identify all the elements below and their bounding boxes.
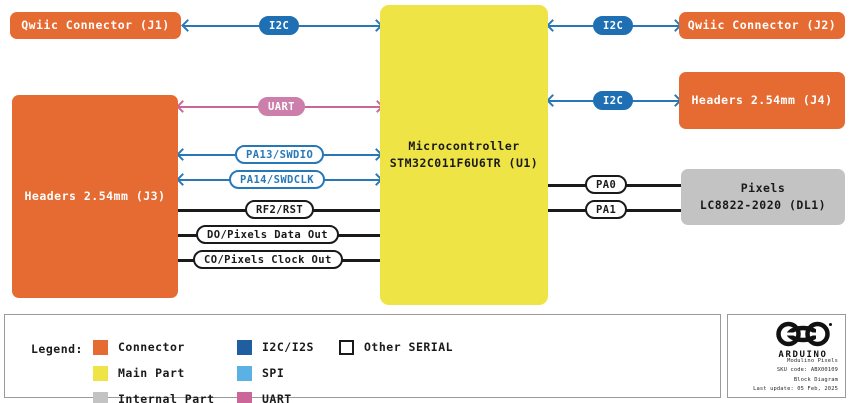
brand-metadata: Modulino Pixels SKU code: ABX00109 Block… (753, 357, 838, 395)
signal-pill-pa14-swdclk[interactable]: PA14/SWDCLK (229, 170, 325, 189)
brand-last-update: Last update: 05 Feb, 2025 (753, 386, 838, 393)
block-microcontroller[interactable]: Microcontroller STM32C011F6U6TR (U1) (380, 5, 548, 305)
signal-pill-pixels-clock-out[interactable]: CO/Pixels Clock Out (193, 250, 343, 269)
brand-panel: ARDUINO Modulino Pixels SKU code: ABX001… (727, 314, 846, 398)
legend-label: Internal Part (118, 392, 215, 403)
legend-title: Legend: (31, 342, 83, 356)
legend-column-parts: Connector Main Part Internal Part (93, 335, 215, 403)
legend-item: Other SERIAL (339, 335, 453, 359)
legend-swatch-uart (237, 391, 252, 403)
legend-item: Connector (93, 335, 215, 359)
block-qwiic-connector-j2[interactable]: Qwiic Connector (J2) (679, 12, 845, 39)
block-headers-j3[interactable]: Headers 2.54mm (J3) (12, 95, 178, 298)
legend-swatch-main-part (93, 365, 108, 381)
legend-column-other: Other SERIAL (339, 335, 453, 361)
block-headers-j4[interactable]: Headers 2.54mm (J4) (679, 72, 845, 129)
arrow-j2-left (546, 19, 559, 32)
legend-label: I2C/I2S (262, 340, 314, 354)
arduino-infinity-icon (776, 321, 832, 347)
arduino-logo: ARDUINO (769, 321, 837, 360)
legend-swatch-other-serial (339, 339, 354, 355)
legend-label: SPI (262, 366, 285, 380)
legend-label: Main Part (118, 366, 185, 380)
arrow-swdclk-left (176, 173, 189, 186)
arrow-j4-left (546, 94, 559, 107)
legend-swatch-i2c-i2s (237, 339, 252, 355)
arrow-j1-left (181, 19, 194, 32)
legend-swatch-internal-part (93, 391, 108, 403)
legend-swatch-spi (237, 365, 252, 381)
arrow-uart-left (176, 100, 189, 113)
signal-pill-i2c-j4[interactable]: I2C (593, 91, 634, 110)
legend-swatch-connector (93, 339, 108, 355)
arrow-swdio-left (176, 148, 189, 161)
legend-item: UART (237, 387, 314, 403)
signal-pill-i2c-j2[interactable]: I2C (593, 16, 634, 35)
signal-pill-pa13-swdio[interactable]: PA13/SWDIO (235, 145, 325, 164)
signal-pill-rf2-rst[interactable]: RF2/RST (245, 200, 315, 219)
legend-item: Main Part (93, 361, 215, 385)
block-qwiic-connector-j1[interactable]: Qwiic Connector (J1) (10, 12, 181, 39)
legend-item: I2C/I2S (237, 335, 314, 359)
signal-pill-pixels-data-out[interactable]: DO/Pixels Data Out (196, 225, 339, 244)
legend-label: UART (262, 392, 292, 403)
legend-item: SPI (237, 361, 314, 385)
signal-pill-uart[interactable]: UART (258, 97, 305, 116)
legend-item: Internal Part (93, 387, 215, 403)
signal-pill-i2c-j1[interactable]: I2C (259, 16, 300, 35)
legend-label: Connector (118, 340, 185, 354)
legend-label: Other SERIAL (364, 340, 454, 354)
legend-column-buses: I2C/I2S SPI UART (237, 335, 314, 403)
signal-pill-pa1[interactable]: PA1 (585, 200, 628, 219)
legend-panel: Legend: Connector Main Part Internal Par… (4, 314, 721, 403)
brand-product-name: Modulino Pixels (787, 358, 838, 364)
brand-doc-type: Block Diagram (793, 376, 838, 383)
signal-pill-pa0[interactable]: PA0 (585, 175, 628, 194)
block-pixels[interactable]: Pixels LC8822-2020 (DL1) (681, 169, 845, 225)
arduino-wordmark: ARDUINO (778, 350, 828, 360)
brand-sku-code: SKU code: ABX00109 (776, 367, 838, 374)
